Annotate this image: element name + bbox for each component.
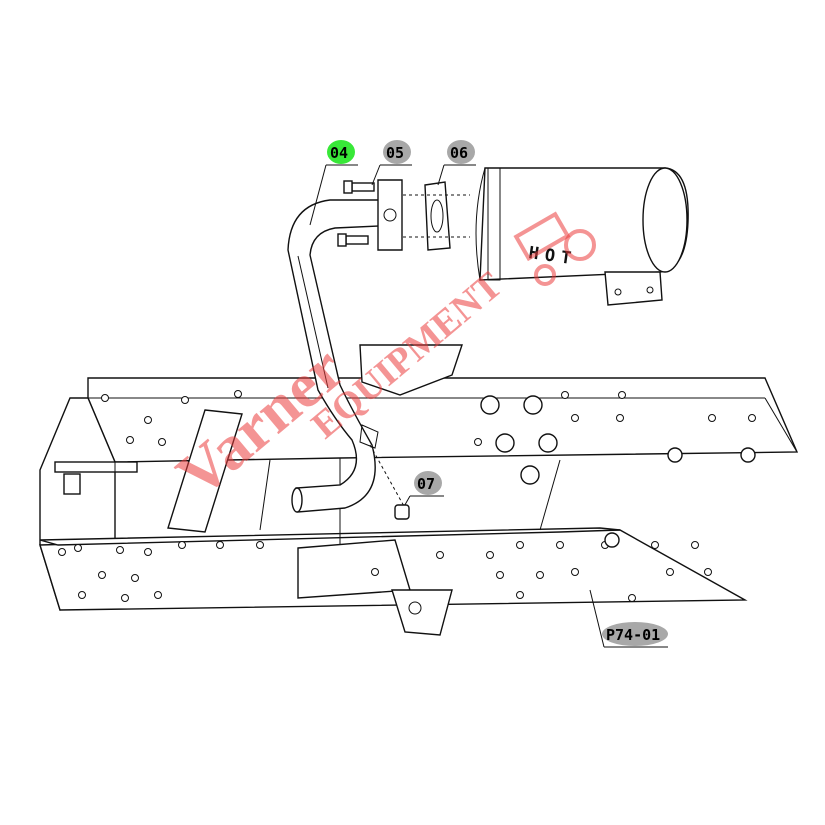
gasket bbox=[424, 181, 451, 251]
exhaust-pipe bbox=[287, 199, 381, 513]
flange-bolts bbox=[337, 179, 403, 251]
callout-ref-label: P74-01 bbox=[606, 626, 660, 644]
lower-bracket bbox=[391, 589, 453, 636]
callout-04-bubble bbox=[327, 140, 355, 164]
bolt-07 bbox=[394, 504, 410, 520]
callout-04[interactable]: 04 bbox=[309, 140, 358, 226]
frame-nuts bbox=[480, 395, 756, 548]
callout-06-bubble bbox=[447, 140, 475, 164]
tractor-logo bbox=[513, 211, 596, 286]
frame-rod bbox=[54, 461, 138, 473]
callout-ref[interactable]: P74-01 bbox=[589, 589, 668, 648]
callout-07-label: 07 bbox=[417, 475, 435, 493]
frame-cross-member bbox=[167, 409, 243, 533]
muffler: HOT bbox=[475, 167, 689, 306]
assembly-guide-lines bbox=[369, 194, 470, 509]
callout-07[interactable]: 07 bbox=[394, 471, 444, 520]
callout-04-label: 04 bbox=[330, 144, 348, 162]
callout-ref-bubble bbox=[602, 622, 668, 646]
callout-05-label: 05 bbox=[386, 144, 404, 162]
callout-05-bubble bbox=[383, 140, 411, 164]
pipe-support-bracket bbox=[359, 344, 463, 396]
frame-assembly bbox=[39, 344, 799, 636]
frame-holes bbox=[58, 390, 756, 602]
callout-07-bubble bbox=[414, 471, 442, 495]
callout-05[interactable]: 05 bbox=[371, 140, 412, 186]
callout-06-label: 06 bbox=[450, 144, 468, 162]
callout-06[interactable]: 06 bbox=[437, 140, 476, 186]
